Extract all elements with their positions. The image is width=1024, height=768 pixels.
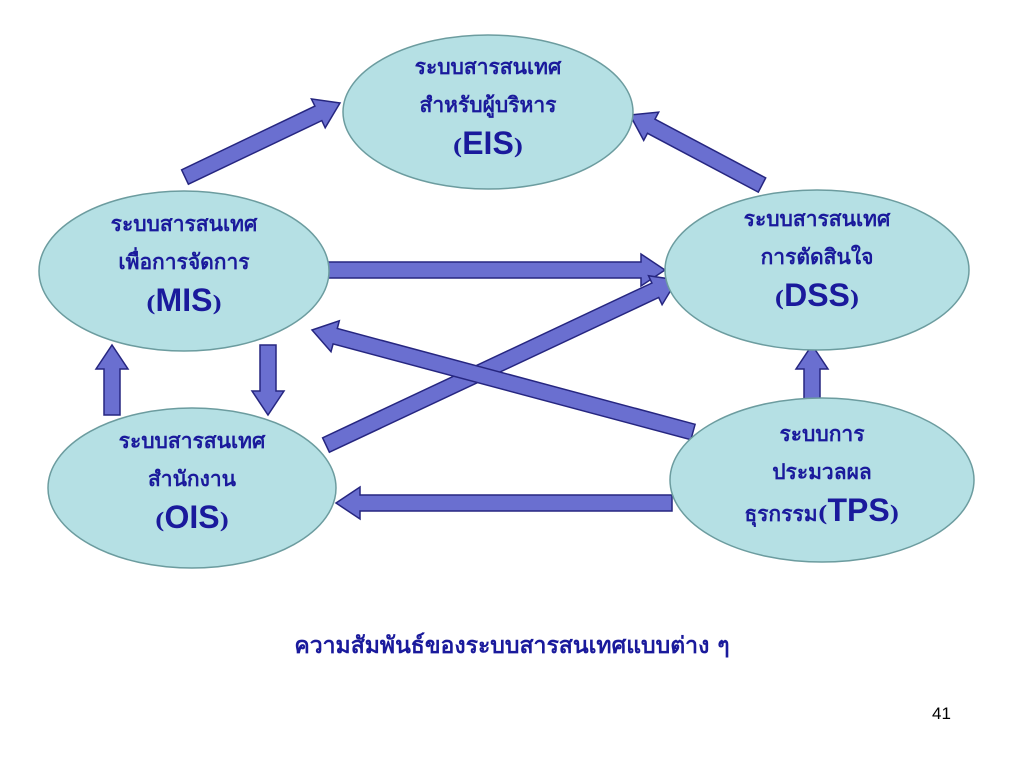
- node-ois-line2: สำนักงาน: [147, 466, 237, 491]
- node-ois-line1: ระบบสารสนเทศ: [118, 428, 266, 453]
- node-ois-open: (: [154, 508, 165, 533]
- node-mis-shape: [38, 190, 330, 352]
- node-dss-line2: การตัดสินใจ: [760, 244, 874, 269]
- page-number: 41: [932, 704, 951, 723]
- node-mis-abbr: MIS: [155, 282, 213, 318]
- arrow-ois-to-mis: [94, 343, 130, 416]
- node-tps-line1: ระบบการ: [779, 421, 865, 446]
- node-eis-line2: สำหรับผู้บริหาร: [419, 92, 557, 117]
- node-mis-close: ): [212, 291, 223, 316]
- arrow-mis-to-eis: [180, 97, 342, 186]
- node-tps-abbr: TPS: [827, 492, 890, 528]
- node-dss: ระบบสารสนเทศ การตัดสินใจ (DSS): [672, 200, 962, 318]
- arrow-mis-to-dss: [327, 252, 667, 288]
- node-tps-close: ): [889, 501, 900, 526]
- arrow-mis-to-ois: [250, 344, 286, 417]
- node-tps: ระบบการ ประมวลผล ธุรกรรม(TPS): [682, 415, 962, 533]
- node-dss-line1: ระบบสารสนเทศ: [743, 206, 891, 231]
- node-ois: ระบบสารสนเทศ สำนักงาน (OIS): [52, 422, 332, 540]
- node-eis-line1: ระบบสารสนเทศ: [414, 54, 562, 79]
- node-mis-line1: ระบบสารสนเทศ: [110, 211, 258, 236]
- node-eis-open: (: [452, 134, 463, 159]
- node-tps-line2: ประมวลผล: [772, 459, 872, 484]
- node-ois-shape: [47, 407, 337, 569]
- node-tps-open: ธุรกรรม(: [744, 501, 828, 526]
- node-dss-open: (: [774, 286, 785, 311]
- node-dss-abbr: DSS: [784, 277, 850, 313]
- node-eis-shape: [342, 34, 634, 190]
- node-mis: ระบบสารสนเทศ เพื่อการจัดการ (MIS): [44, 205, 324, 323]
- node-dss-close: ): [849, 286, 860, 311]
- arrow-tps-to-ois: [334, 485, 673, 521]
- node-eis: ระบบสารสนเทศ สำหรับผู้บริหาร (EIS): [348, 48, 628, 166]
- node-eis-close: ): [513, 134, 524, 159]
- arrow-ois-to-dss: [321, 274, 679, 454]
- node-mis-line2: เพื่อการจัดการ: [118, 249, 250, 274]
- node-ois-abbr: OIS: [164, 499, 220, 535]
- node-dss-shape: [664, 189, 970, 351]
- node-mis-open: (: [145, 291, 156, 316]
- node-tps-shape: [669, 397, 975, 563]
- node-eis-abbr: EIS: [462, 125, 514, 161]
- arrow-tps-to-dss: [794, 343, 830, 401]
- diagram-caption: ความสัมพันธ์ของระบบสารสนเทศแบบต่าง ๆ: [294, 632, 730, 659]
- arrow-dss-to-eis: [628, 111, 767, 194]
- arrow-tps-to-mis: [310, 319, 697, 441]
- node-ois-close: ): [219, 508, 230, 533]
